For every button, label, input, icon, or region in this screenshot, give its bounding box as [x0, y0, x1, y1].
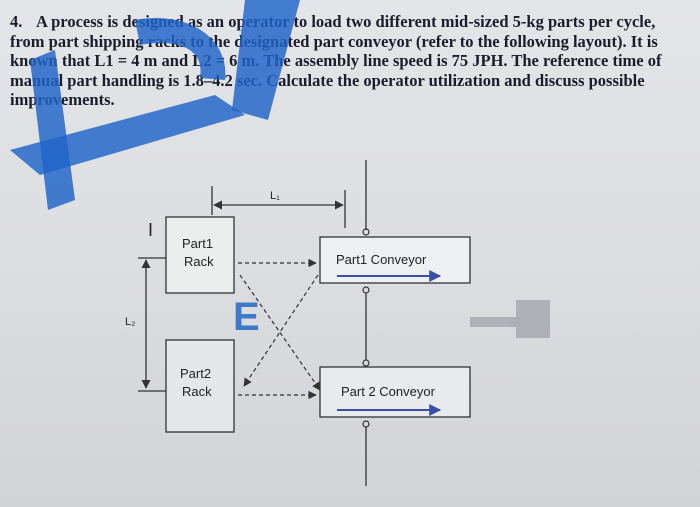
- part2-rack-label-2: Rack: [182, 384, 212, 399]
- part1-rack-label-2: Rack: [184, 254, 214, 269]
- part1-rack-label-1: Part1: [182, 236, 213, 251]
- outflow-node: [362, 420, 370, 428]
- operator-paths: [238, 258, 321, 400]
- background-object: [470, 300, 550, 338]
- operator-label: I: [148, 220, 153, 240]
- part1-rack: Part1 Rack: [165, 216, 235, 294]
- question-text: A process is designed as an operator to …: [10, 12, 662, 109]
- question-number: 4.: [10, 12, 23, 31]
- connector-node-top: [362, 286, 370, 294]
- svg-text:E: E: [233, 295, 260, 339]
- l1-label: L₁: [270, 190, 280, 202]
- question-4: 4.A process is designed as an operator t…: [10, 12, 686, 110]
- l1-dimension: L₁: [211, 186, 346, 228]
- path-rack1-to-conveyor2: [239, 274, 321, 391]
- part1-conveyor-label: Part1 Conveyor: [336, 252, 427, 267]
- connector-node-bottom: [362, 359, 370, 367]
- part2-rack-label-1: Part2: [180, 366, 211, 381]
- draft-watermark: E: [10, 0, 300, 339]
- part1-conveyor: Part1 Conveyor: [319, 236, 471, 284]
- part1-feed-node: [362, 228, 370, 236]
- l2-label: L₂: [125, 316, 135, 328]
- part2-conveyor: Part 2 Conveyor: [319, 366, 471, 418]
- l2-dimension: L₂: [125, 257, 166, 392]
- path-conveyor1-to-rack2: [243, 274, 319, 387]
- part2-conveyor-label: Part 2 Conveyor: [341, 384, 436, 399]
- part2-rack: Part2 Rack: [165, 339, 235, 433]
